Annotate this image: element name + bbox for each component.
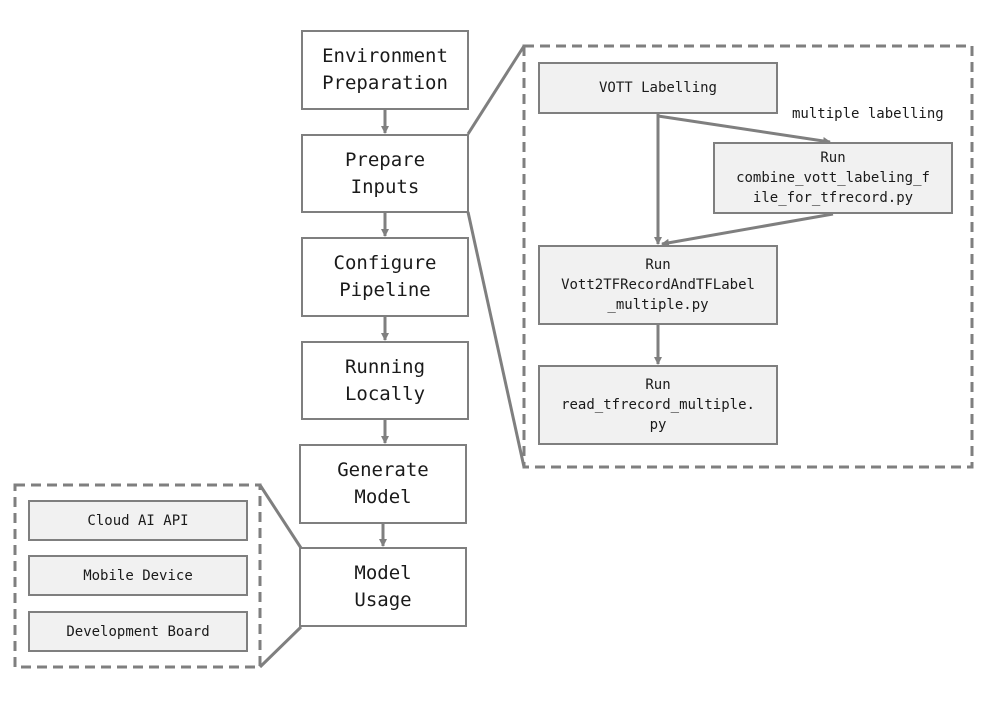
combine-script-box: Run combine_vott_labeling_f ile_for_tfre… [713, 142, 953, 214]
zoom-line-bottom [466, 211, 526, 468]
usage-zoom-line-bottom [258, 625, 303, 669]
step-prepare-inputs: Prepare Inputs [301, 134, 469, 213]
prepare-inputs-detail-panel [522, 44, 974, 469]
vott-labelling-box: VOTT Labelling [538, 62, 778, 114]
model-usage-detail-panel [13, 483, 262, 669]
usage-zoom-line-top [258, 484, 303, 549]
mobile-device-box: Mobile Device [28, 555, 248, 596]
step-environment-preparation: Environment Preparation [301, 30, 469, 110]
vott2tfrecord-script-box: Run Vott2TFRecordAndTFLabel _multiple.py [538, 245, 778, 325]
step-configure-pipeline: Configure Pipeline [301, 237, 469, 317]
step-generate-model: Generate Model [299, 444, 467, 524]
step-running-locally: Running Locally [301, 341, 469, 420]
development-board-box: Development Board [28, 611, 248, 652]
read-tfrecord-script-box: Run read_tfrecord_multiple. py [538, 365, 778, 445]
multiple-labelling-note: multiple labelling [792, 106, 944, 122]
arrow-combine-to-vott2tfrecord [661, 212, 834, 247]
arrow-vott-to-combine [657, 114, 831, 145]
cloud-ai-api-box: Cloud AI API [28, 500, 248, 541]
zoom-line-top [466, 45, 526, 135]
step-model-usage: Model Usage [299, 547, 467, 627]
